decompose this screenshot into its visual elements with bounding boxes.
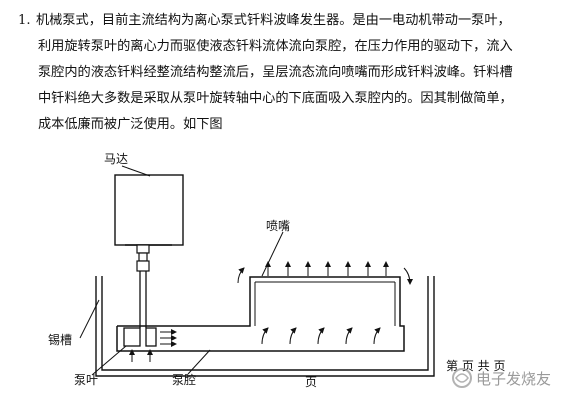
motor-body (114, 174, 184, 246)
impeller-label: 泵叶 (74, 373, 98, 387)
pump-chamber-label: 泵腔 (172, 372, 196, 387)
watermark-logo-icon (452, 368, 472, 388)
list-number: 1. (18, 13, 31, 28)
paragraph-line-1: 机械泵式，目前主流结构为离心泵式钎料波峰发生器。是由一电动机带动一泵叶， (36, 13, 511, 28)
solder-tank (101, 276, 429, 371)
paragraph-line-4: 中钎料绝大多数是采取从泵叶旋转轴中心的下底面吸入泵腔内的。因其制做简单， (38, 91, 513, 106)
paragraph-line-3: 泵腔内的液态钎料经整流结构整流后，呈层流态流向喷嘴而形成钎料波峰。钎料槽 (38, 65, 513, 80)
solder-tank-label: 锡槽 (48, 332, 72, 347)
paragraph-line-5: 成本低廉而被广泛使用。如下图 (38, 117, 223, 132)
pump-chamber (116, 276, 405, 352)
paragraph-line-2: 利用旋转泵叶的离心力而驱使液态钎料流体流向泵腔，在压力作用的驱动下，流入 (38, 39, 513, 54)
motor-label: 马达 (104, 152, 128, 166)
nozzle-label: 喷嘴 (266, 219, 290, 233)
watermark-text: 电子发烧友 (476, 370, 551, 388)
motor-coupling (136, 244, 150, 254)
page-footer-bottom: 页 (305, 375, 317, 389)
impeller (123, 327, 141, 347)
